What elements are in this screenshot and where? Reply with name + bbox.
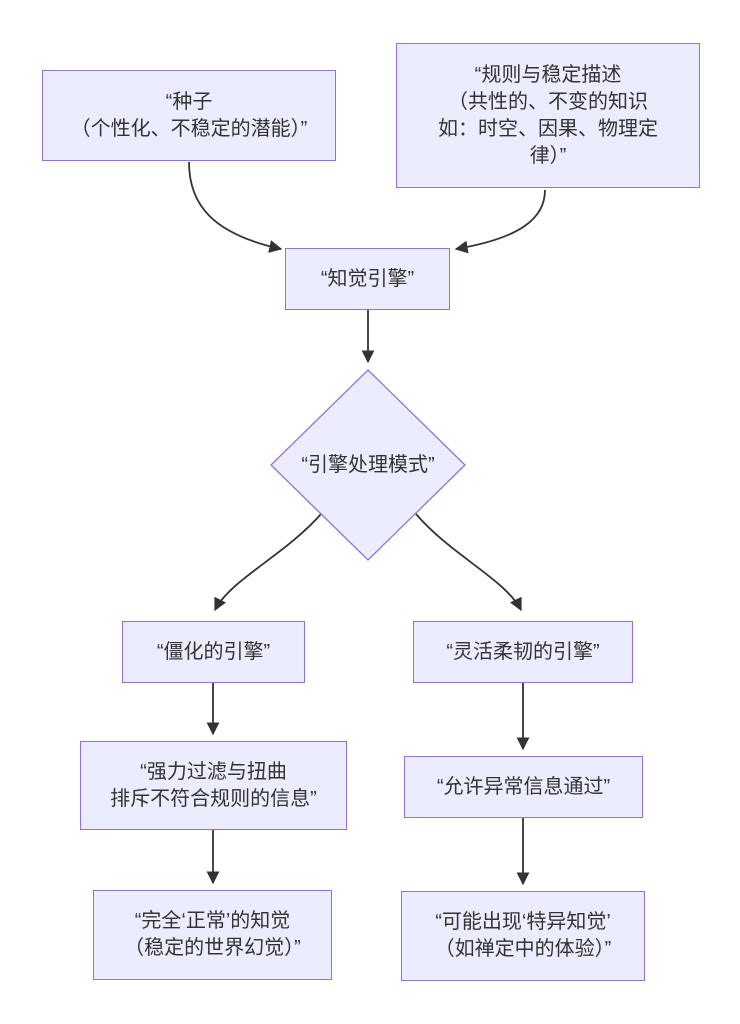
node-allow-anomalous-info: “允许异常信息通过”: [404, 756, 643, 818]
node-special-perception-label: “可能出现‘特异知觉’ （如禅定中的体验）”: [434, 911, 612, 960]
node-flexible-engine-label: “灵活柔韧的引擎”: [446, 640, 600, 663]
node-engine-processing-mode: “引擎处理模式”: [271, 370, 465, 560]
node-engine-processing-mode-label: “引擎处理模式”: [301, 453, 435, 476]
node-special-perception: “可能出现‘特异知觉’ （如禅定中的体验）”: [401, 891, 645, 981]
node-seed-label: “种子 （个性化、不稳定的潜能）”: [70, 90, 308, 140]
node-rigid-engine: “僵化的引擎”: [122, 621, 305, 683]
node-strong-filter-distortion-label: “强力过滤与扭曲 排斥不符合规则的信息”: [110, 760, 317, 810]
node-rules-stable-description: “规则与稳定描述 （共性的、不变的知识 如：时空、因果、物理定 律）”: [396, 43, 700, 188]
edge-mode-to-rigid: [214, 513, 322, 612]
node-strong-filter-distortion: “强力过滤与扭曲 排斥不符合规则的信息”: [80, 741, 347, 830]
node-rigid-engine-label: “僵化的引擎”: [156, 640, 271, 663]
node-perception-engine: “知觉引擎”: [285, 248, 450, 310]
node-normal-perception: “完全‘正常’的知觉 （稳定的世界幻觉）”: [93, 890, 332, 980]
node-flexible-engine: “灵活柔韧的引擎”: [413, 621, 633, 683]
edge-rules-to-engine: [454, 189, 546, 254]
node-allow-anomalous-info-label: “允许异常信息通过”: [436, 775, 611, 798]
node-engine-processing-mode-shape: [270, 369, 466, 561]
edge-mode-to-flexible: [415, 513, 522, 612]
node-seed: “种子 （个性化、不稳定的潜能）”: [42, 70, 336, 161]
node-perception-engine-label: “知觉引擎”: [320, 267, 415, 290]
edge-seed-to-engine: [188, 161, 283, 253]
node-normal-perception-label: “完全‘正常’的知觉 （稳定的世界幻觉）”: [124, 910, 301, 959]
node-rules-stable-description-label: “规则与稳定描述 （共性的、不变的知识 如：时空、因果、物理定 律）”: [438, 63, 658, 167]
